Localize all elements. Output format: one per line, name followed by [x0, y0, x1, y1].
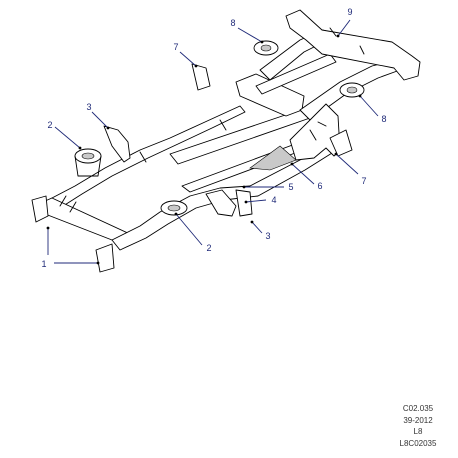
leader-1: [47, 228, 98, 264]
front-bumper-end: [31, 195, 49, 223]
bracket-7-front: [191, 63, 211, 91]
callout-5: 5: [288, 182, 293, 192]
leader-7a: [179, 51, 197, 67]
outrigger-shadow: [249, 145, 297, 171]
left-side-rail: [39, 105, 246, 215]
callout-9: 9: [347, 7, 352, 17]
callout-7-rear: 7: [173, 42, 178, 52]
reference-date: 39-2012: [403, 415, 433, 425]
upper-cross-tube: [255, 53, 337, 95]
bracket-3-rear: [205, 189, 237, 217]
front-bumper-end-right: [95, 243, 115, 273]
rear-cross-member: [285, 9, 421, 81]
front-left-turret-body: [74, 155, 102, 177]
front-left-turret-hole: [81, 152, 95, 160]
chassis-frame-drawing: [31, 9, 421, 273]
leader-3a: [91, 111, 109, 129]
leader-lines: [46, 19, 379, 265]
leader-3b: [251, 221, 263, 234]
callout-8-left: 8: [230, 18, 235, 28]
front-cross-member: [37, 197, 131, 245]
callout-6: 6: [317, 181, 322, 191]
leader-6: [291, 163, 315, 185]
callout-8-right: 8: [381, 114, 386, 124]
leader-9: [337, 19, 351, 37]
bracket-4: [235, 189, 253, 217]
reference-drawing: L8C02035: [399, 438, 437, 448]
rear-bracket: [329, 129, 353, 157]
callout-numbers: 1 2 2 3 3 4 5 6 7 7 8 8 9: [41, 7, 386, 269]
leader-8a: [237, 27, 263, 43]
callout-4: 4: [271, 195, 276, 205]
callout-3-front: 3: [86, 102, 91, 112]
callout-1: 1: [41, 259, 46, 269]
front-right-turret-hole: [167, 204, 181, 212]
leader-7b: [335, 153, 359, 175]
leader-4: [245, 199, 267, 203]
rear-right-turret-hole: [346, 86, 358, 94]
reference-code: C02.035: [402, 404, 434, 413]
callout-2-rear: 2: [206, 243, 211, 253]
detail-lines: [59, 27, 365, 213]
bracket-3-front: [103, 125, 131, 163]
rear-left-turret-hole: [260, 44, 272, 52]
callout-3-rear: 3: [265, 231, 270, 241]
leader-2b: [175, 213, 203, 246]
leader-2a: [54, 126, 81, 149]
reference-model: L8: [413, 427, 423, 436]
reference-block: C02.035 39-2012 L8 L8C02035: [388, 403, 448, 449]
leader-8b: [359, 95, 379, 117]
callout-2-front: 2: [47, 120, 52, 130]
callout-7-right: 7: [361, 176, 366, 186]
